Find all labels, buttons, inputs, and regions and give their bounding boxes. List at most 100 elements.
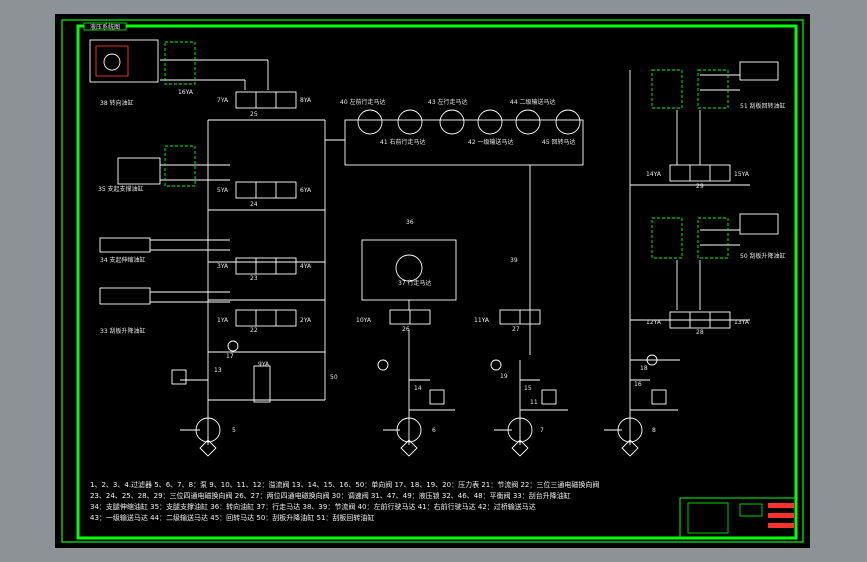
title-tag: 液压系统图 xyxy=(90,23,120,31)
gauge-17 xyxy=(227,340,239,352)
label-5ya: 5YA xyxy=(217,187,229,194)
label-motor-45: 45 回转马达 xyxy=(542,138,576,146)
label-3ya: 3YA xyxy=(217,263,229,270)
valve-28 xyxy=(669,311,731,329)
label-motor-40: 40 左前行走马达 xyxy=(340,98,386,106)
cylinders xyxy=(89,39,779,305)
steering-cylinder-body xyxy=(95,45,129,77)
cylinder-34 xyxy=(99,237,151,253)
label-pump-8: 8 xyxy=(652,427,656,434)
label-pump-6: 6 xyxy=(432,427,436,434)
balance-valve-right-top xyxy=(697,69,729,109)
outer-border xyxy=(61,19,804,543)
label-12ya: 12YA xyxy=(646,319,662,326)
legend-line-1: 1、2、3、4.过滤器 5、6、7、8：泵 9、10、11、12：溢流阀 13、… xyxy=(90,480,599,489)
label-valve-23: 23 xyxy=(250,275,258,282)
cylinder-51 xyxy=(739,61,779,81)
label-check-16: 16 xyxy=(634,381,642,388)
valve-23 xyxy=(235,257,297,275)
label-gauge-18: 18 xyxy=(640,365,648,372)
filter-2 xyxy=(400,439,418,457)
inner-border xyxy=(76,24,798,540)
pump-8 xyxy=(617,417,643,443)
lock-46 xyxy=(651,69,683,109)
label-gauge-17: 17 xyxy=(226,353,234,360)
label-valve-29: 29 xyxy=(696,183,704,190)
gauge-19 xyxy=(490,359,502,371)
steering-cylinder-38 xyxy=(89,39,159,83)
label-cylinder-38: 38 转向油缸 xyxy=(100,99,134,107)
pipe-network xyxy=(150,59,750,445)
relief-valves xyxy=(171,369,667,405)
motor-37 xyxy=(395,254,423,282)
label-11ya: 11YA xyxy=(474,317,490,324)
pumps xyxy=(195,417,643,457)
title-block-red-2 xyxy=(768,513,794,518)
label-motor-43: 43 左行走马达 xyxy=(428,98,468,106)
label-15ya: 15YA xyxy=(734,171,750,178)
label-motor-42: 42 一级输送马达 xyxy=(468,138,514,146)
label-1ya: 1YA xyxy=(217,317,229,324)
label-9ya: 9YA xyxy=(258,361,270,368)
label-pump-7: 7 xyxy=(540,427,544,434)
cylinder-35 xyxy=(117,157,161,185)
relief-valve-9 xyxy=(171,369,187,385)
label-valve-27: 27 xyxy=(512,326,520,333)
title-tag-box xyxy=(83,22,127,31)
filter-1 xyxy=(199,439,217,457)
title-block-red-1 xyxy=(768,503,794,508)
motor-43 xyxy=(397,109,423,135)
title-block-grid xyxy=(687,502,729,534)
label-relief-11: 11 xyxy=(530,399,538,406)
pump-7 xyxy=(507,417,533,443)
pump-5 xyxy=(195,417,221,443)
label-motor-44: 44 二级输送马达 xyxy=(510,98,556,106)
label-cylinder-33: 33 刮板升降油缸 xyxy=(100,327,146,335)
motor-40 xyxy=(357,109,383,135)
balance-valve-right-bottom xyxy=(697,217,729,259)
label-10ya: 10YA xyxy=(356,317,372,324)
speed-valve-30 xyxy=(253,365,271,403)
valve-25 xyxy=(235,91,297,109)
relief-valve-11 xyxy=(541,389,557,405)
label-check-14: 14 xyxy=(414,385,422,392)
cylinder-33 xyxy=(99,287,151,305)
pump-6 xyxy=(396,417,422,443)
label-motor-37: 37 行走马达 xyxy=(398,279,432,287)
title-block-red-3 xyxy=(768,523,794,528)
label-cylinder-51: 51 刮板回转油缸 xyxy=(740,102,786,110)
label-14ya: 14YA xyxy=(646,171,662,178)
label-valve-25: 25 xyxy=(250,111,258,118)
label-check-50: 50 xyxy=(330,374,338,381)
filter-4 xyxy=(621,439,639,457)
title-block-cell xyxy=(739,503,763,517)
label-2ya: 2YA xyxy=(300,317,312,324)
motor-42 xyxy=(477,109,503,135)
pressure-gauges xyxy=(227,340,658,371)
legend-line-4: 43：一级输送马达 44：二级输送马达 45：回转马达 50：刮板升降油缸 51… xyxy=(90,513,374,522)
label-valve-28: 28 xyxy=(696,329,704,336)
legend-line-3: 34：支腿伸缩油缸 35：支腿支撑油缸 36：转向油缸 37：行走马达 38、3… xyxy=(90,502,536,511)
title-block-frame xyxy=(679,497,797,539)
label-4ya: 4YA xyxy=(300,263,312,270)
relief-valve-10 xyxy=(429,389,445,405)
gauge-18 xyxy=(646,354,658,366)
motors xyxy=(357,109,581,282)
label-13ya: 13YA xyxy=(734,319,750,326)
label-motor-41: 41 右前行走马达 xyxy=(380,138,426,146)
steering-gear-icon xyxy=(103,53,121,71)
lock-31 xyxy=(164,41,196,85)
drawing-sheet xyxy=(55,14,810,548)
relief-valve-12 xyxy=(651,389,667,405)
label-cylinder-50: 50 刮板升降油缸 xyxy=(740,252,786,260)
valve-24 xyxy=(235,181,297,199)
cylinder-50 xyxy=(739,213,779,235)
label-throttle-39: 39 xyxy=(510,257,518,264)
label-cylinder-34: 34 支起伸缩油缸 xyxy=(100,256,146,264)
label-8ya: 8YA xyxy=(300,97,312,104)
label-valve-22: 22 xyxy=(250,327,258,334)
label-check-15: 15 xyxy=(524,385,532,392)
gauge-20 xyxy=(377,359,389,371)
motor-41 xyxy=(439,109,465,135)
label-check-13: 13 xyxy=(214,367,222,374)
